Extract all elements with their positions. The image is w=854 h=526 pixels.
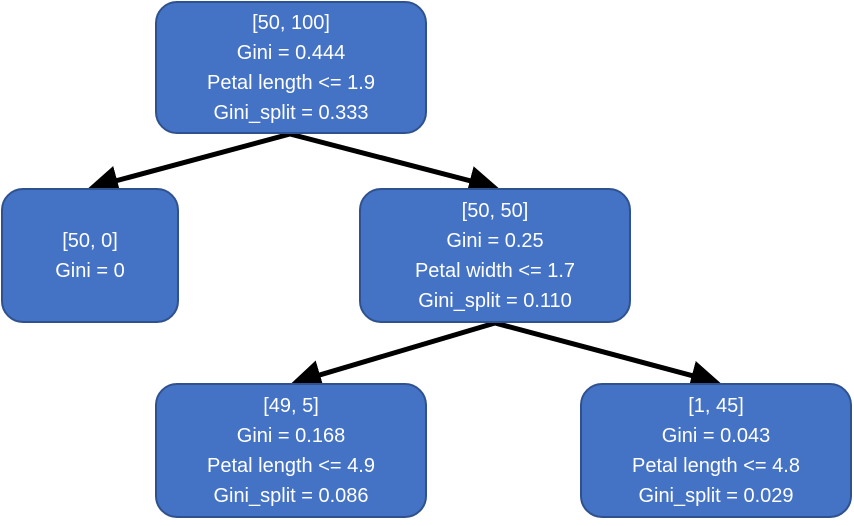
tree-node-right-right: [1, 45] Gini = 0.043 Petal length <= 4.8…: [580, 383, 852, 518]
node-samples: [1, 45]: [688, 394, 744, 417]
node-gini: Gini = 0.043: [661, 424, 771, 447]
node-split-rule: Petal length <= 4.8: [632, 454, 800, 477]
edge-right-to-right-left: [291, 320, 496, 390]
node-gini: Gini = 0.25: [446, 229, 544, 252]
node-samples: [50, 50]: [461, 199, 529, 222]
node-gini-split: Gini_split = 0.110: [418, 289, 572, 312]
node-gini: Gini = 0.168: [236, 424, 346, 447]
node-gini: Gini = 0: [55, 259, 125, 282]
node-gini-split: Gini_split = 0.086: [213, 484, 369, 507]
node-samples: [49, 5]: [263, 394, 319, 417]
edge-root-to-right: [289, 131, 499, 196]
tree-node-left-leaf: [50, 0] Gini = 0: [1, 188, 179, 323]
node-samples: [50, 100]: [252, 11, 330, 34]
edge-root-to-left: [88, 131, 291, 195]
node-gini-split: Gini_split = 0.029: [638, 484, 794, 507]
node-split-rule: Petal length <= 4.9: [207, 454, 375, 477]
node-gini: Gini = 0.444: [236, 41, 346, 64]
node-split-rule: Petal width <= 1.7: [414, 259, 576, 282]
edge-right-to-right-right: [494, 320, 721, 391]
tree-node-root: [50, 100] Gini = 0.444 Petal length <= 1…: [155, 1, 427, 134]
node-samples: [50, 0]: [62, 229, 118, 252]
tree-node-right-left: [49, 5] Gini = 0.168 Petal length <= 4.9…: [155, 383, 427, 518]
node-split-rule: Petal length <= 1.9: [207, 71, 375, 94]
tree-node-right: [50, 50] Gini = 0.25 Petal width <= 1.7 …: [359, 188, 631, 323]
node-gini-split: Gini_split = 0.333: [213, 101, 369, 124]
